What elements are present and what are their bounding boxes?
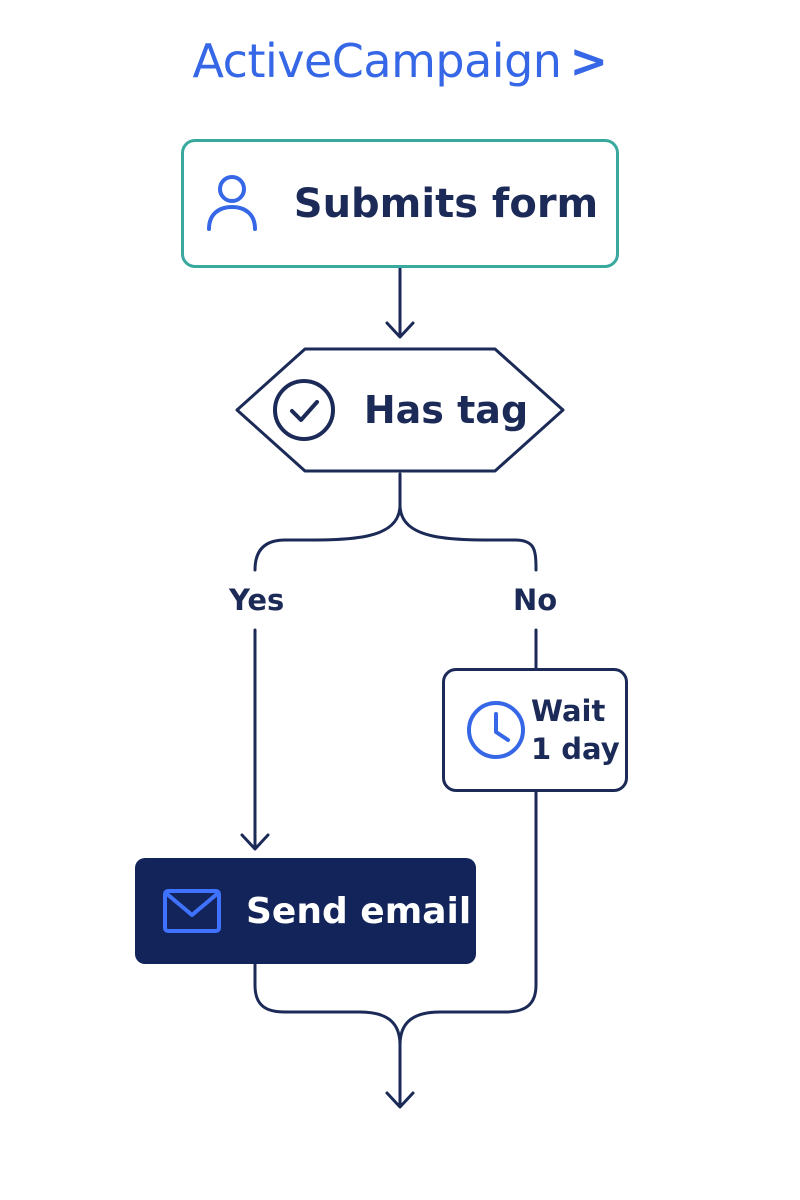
connector-split-yes bbox=[253, 503, 402, 572]
arrowhead-email bbox=[240, 833, 270, 851]
brand-name: ActiveCampaign bbox=[192, 34, 562, 88]
clock-icon bbox=[465, 699, 527, 761]
wait-label: Wait 1 day bbox=[531, 692, 620, 768]
wait-label-line-1: Wait bbox=[531, 694, 606, 728]
connector-split-no bbox=[398, 503, 538, 572]
connector-email-down bbox=[253, 962, 402, 1047]
send-email-label: Send email bbox=[246, 890, 472, 932]
branch-no-label: No bbox=[513, 583, 558, 617]
arrowhead-exit bbox=[385, 1091, 415, 1109]
condition-node[interactable]: Has tag bbox=[235, 347, 565, 473]
trigger-label: Submits form bbox=[293, 180, 599, 227]
user-icon bbox=[202, 173, 262, 235]
check-circle-icon bbox=[272, 378, 336, 442]
condition-label: Has tag bbox=[363, 388, 529, 432]
condition-shape bbox=[235, 347, 565, 473]
connector-wait-down bbox=[398, 790, 538, 1047]
branch-yes-label: Yes bbox=[229, 583, 285, 617]
send-email-node[interactable]: Send email bbox=[135, 858, 476, 964]
arrowhead-condition bbox=[385, 321, 415, 339]
wait-node[interactable]: Wait 1 day bbox=[442, 668, 628, 792]
brand-mark: > bbox=[569, 34, 608, 88]
envelope-icon bbox=[162, 888, 222, 934]
trigger-node[interactable]: Submits form bbox=[181, 139, 619, 268]
brand-logo: ActiveCampaign> bbox=[0, 34, 800, 88]
wait-label-line-2: 1 day bbox=[531, 732, 620, 766]
